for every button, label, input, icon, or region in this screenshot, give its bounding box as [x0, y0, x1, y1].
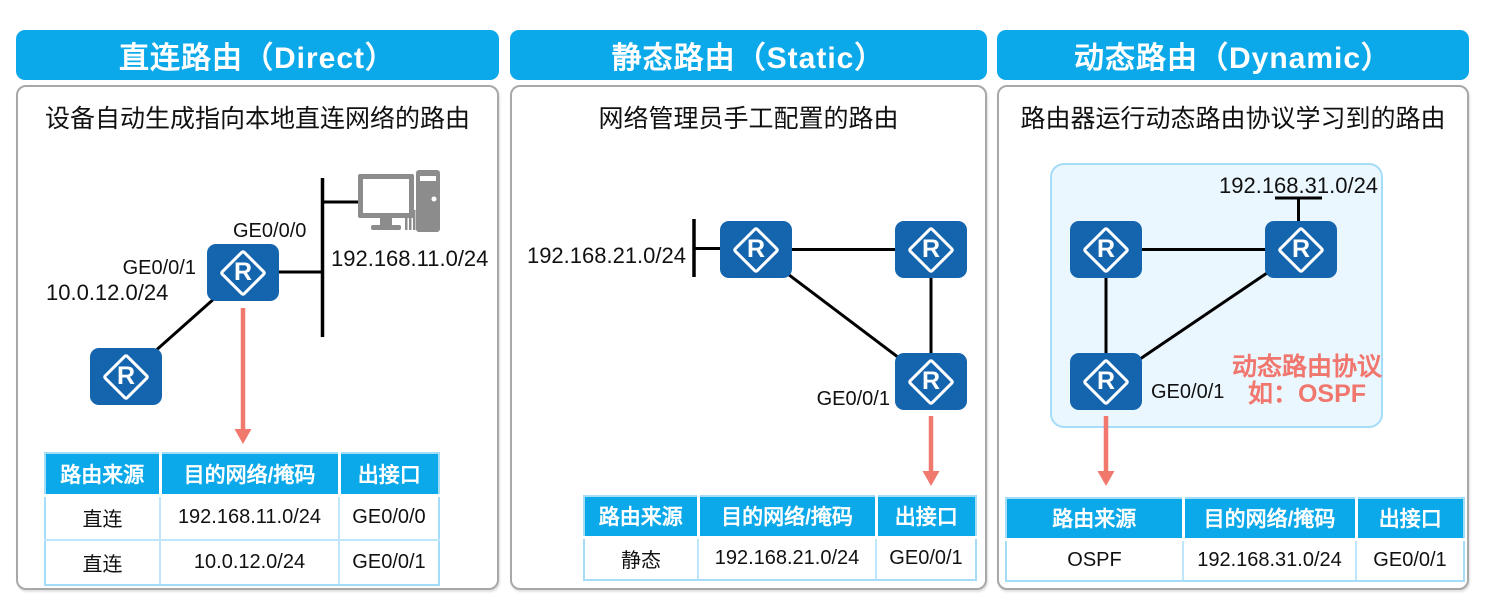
table-row: OSPF 192.168.31.0/24 GE0/0/1: [1005, 538, 1465, 582]
router-letter: R: [233, 258, 253, 286]
router-letter: R: [1096, 367, 1116, 395]
dest-network-cell: 192.168.11.0/24: [159, 494, 340, 541]
panel-direct-title: 直连路由（Direct）: [118, 42, 397, 75]
network-label: 192.168.21.0/24: [526, 243, 686, 268]
dynamic-protocol-note: 动态路由协议 如：OSPF: [1226, 354, 1388, 408]
desktop-pc-icon: [358, 170, 440, 232]
route-source-cell: 直连: [44, 539, 161, 586]
out-interface-cell: GE0/0/1: [875, 536, 977, 581]
table-row: 直连 10.0.12.0/24 GE0/0/1: [44, 539, 440, 586]
router-icon: R: [207, 244, 279, 301]
pc-tower: [416, 170, 440, 232]
pc-screen: [363, 179, 409, 213]
out-interface-cell: GE0/0/0: [338, 494, 440, 541]
router-icon: R: [720, 221, 792, 278]
interface-label: GE0/0/1: [122, 257, 196, 279]
route-source-cell: 静态: [583, 536, 699, 581]
dest-network-cell: 10.0.12.0/24: [159, 539, 340, 586]
panel-dynamic-title: 动态路由（Dynamic）: [1073, 42, 1393, 75]
router-letter: R: [1096, 235, 1116, 263]
out-interface-cell: GE0/0/1: [338, 539, 440, 586]
routing-table-dynamic: 路由来源 目的网络/掩码 出接口 OSPF 192.168.31.0/24 GE…: [1005, 497, 1465, 582]
router-icon: R: [895, 221, 967, 278]
interface-label: GE0/0/1: [1151, 381, 1225, 403]
router-icon: R: [1070, 221, 1142, 278]
router-letter: R: [116, 362, 136, 390]
out-interface-cell: GE0/0/1: [1355, 538, 1465, 582]
router-letter: R: [921, 235, 941, 263]
column-header: 出接口: [1354, 497, 1465, 541]
panel-static-description: 网络管理员手工配置的路由: [598, 105, 899, 133]
dest-network-cell: 192.168.31.0/24: [1182, 538, 1357, 582]
panel-dynamic-header: 动态路由（Dynamic）: [997, 30, 1469, 80]
network-label: 192.168.31.0/24: [1219, 173, 1379, 198]
router-letter: R: [746, 235, 766, 263]
router-icon: R: [895, 353, 967, 410]
route-source-cell: 直连: [44, 494, 161, 541]
router-letter: R: [1291, 235, 1311, 263]
column-header: 目的网络/掩码: [1181, 497, 1358, 541]
column-header: 目的网络/掩码: [696, 495, 878, 539]
interface-label: GE0/0/0: [233, 220, 307, 242]
network-label: 192.168.11.0/24: [331, 246, 489, 271]
router-icon: R: [1265, 221, 1337, 278]
column-header: 目的网络/掩码: [158, 452, 341, 497]
table-row: 静态 192.168.21.0/24 GE0/0/1: [583, 536, 977, 581]
note-line-1: 动态路由协议: [1231, 353, 1382, 381]
network-label: 10.0.12.0/24: [46, 280, 169, 305]
routing-table-direct: 路由来源 目的网络/掩码 出接口 直连 192.168.11.0/24 GE0/…: [44, 452, 440, 586]
table-row: 直连 192.168.11.0/24 GE0/0/0: [44, 494, 440, 541]
router-icon: R: [90, 348, 162, 405]
routing-table-static: 路由来源 目的网络/掩码 出接口 静态 192.168.21.0/24 GE0/…: [583, 495, 977, 581]
router-letter: R: [921, 367, 941, 395]
column-header: 路由来源: [583, 495, 700, 539]
panel-dynamic-description: 路由器运行动态路由协议学习到的路由: [1020, 105, 1446, 133]
router-icon: R: [1070, 353, 1142, 410]
dest-network-cell: 192.168.21.0/24: [697, 536, 877, 581]
panel-static-header: 静态路由（Static）: [510, 30, 987, 80]
note-line-2: 如：OSPF: [1247, 380, 1367, 408]
interface-label: GE0/0/1: [816, 388, 890, 410]
column-header: 出接口: [337, 452, 440, 497]
panel-direct-header: 直连路由（Direct）: [16, 30, 499, 80]
column-header: 路由来源: [1005, 497, 1185, 541]
route-source-cell: OSPF: [1005, 538, 1184, 582]
panel-static-title: 静态路由（Static）: [611, 42, 886, 75]
column-header: 路由来源: [44, 452, 162, 497]
column-header: 出接口: [874, 495, 977, 539]
panel-direct-description: 设备自动生成指向本地直连网络的路由: [44, 105, 470, 133]
